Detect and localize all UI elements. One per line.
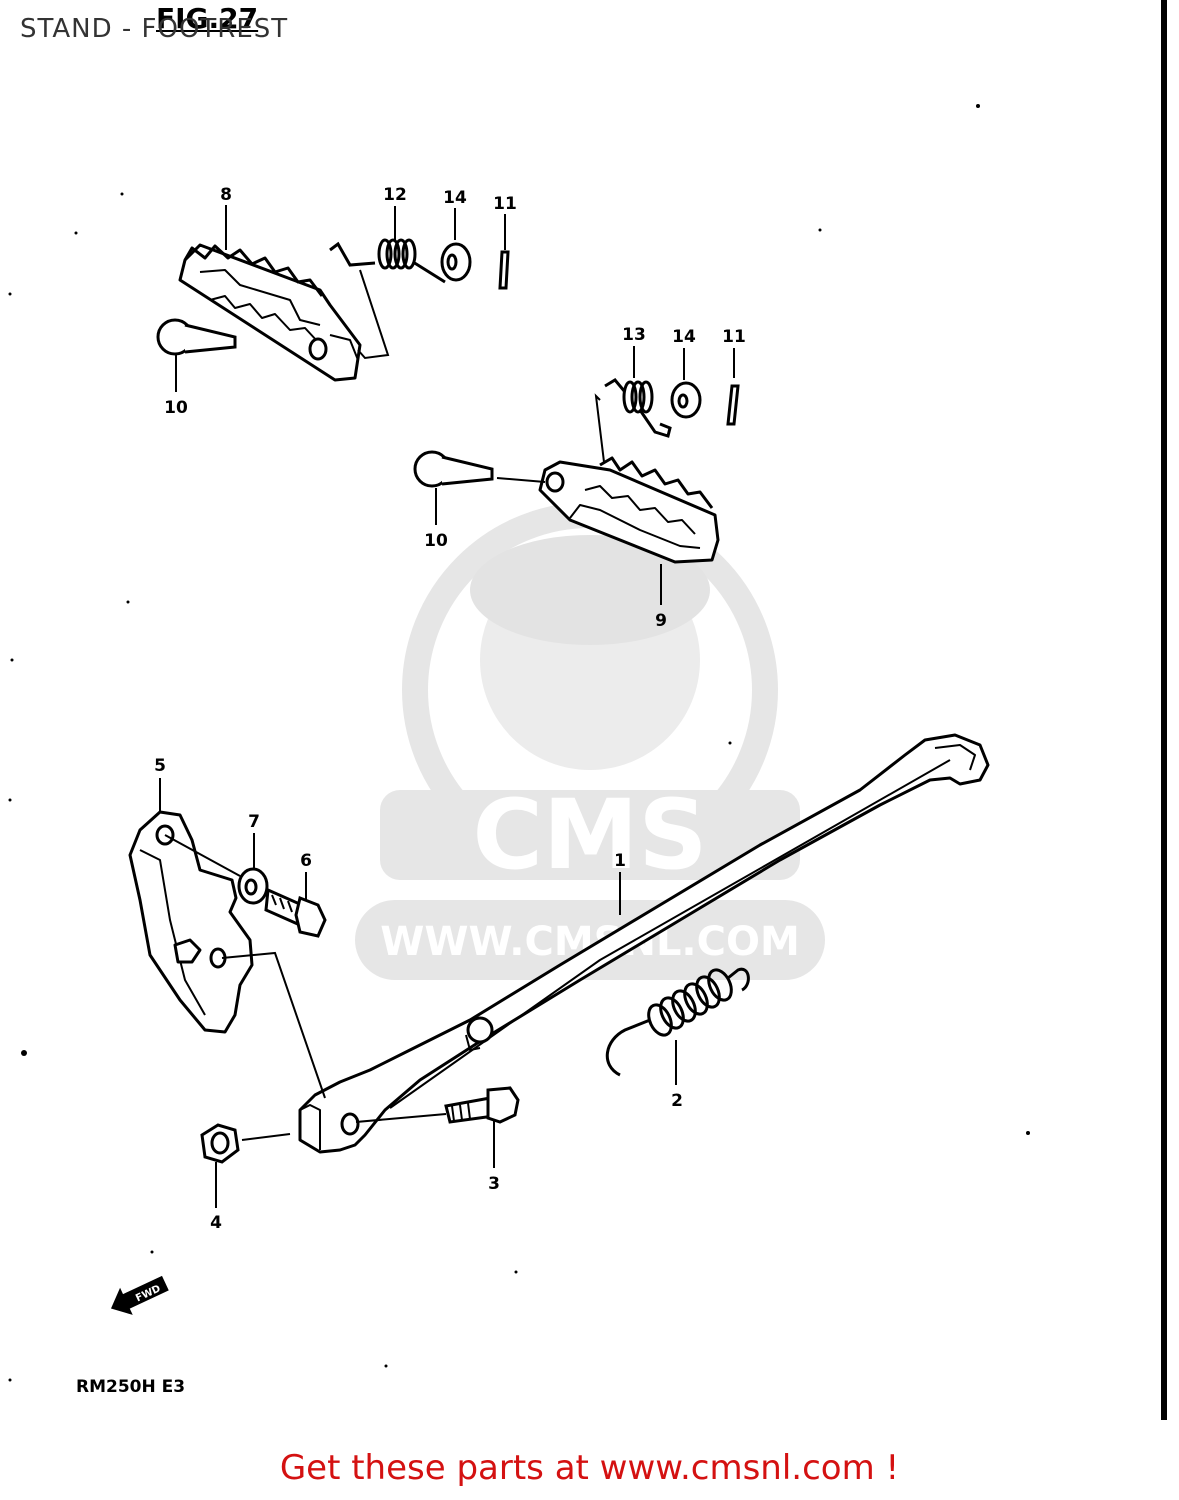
- footrest-right: [538, 456, 720, 564]
- callout-labels: 8 12 14 11 10 13 14 11 10 9 5 7 6 1 2 3 …: [154, 185, 746, 1233]
- callout-8: 8: [220, 185, 232, 205]
- leader-lines-middle: [435, 346, 735, 605]
- callout-3: 3: [488, 1174, 500, 1194]
- callout-11: 11: [493, 194, 517, 214]
- stand-bracket: [128, 810, 254, 1034]
- callout-1: 1: [614, 851, 626, 871]
- callout-11: 11: [722, 327, 746, 347]
- callout-14: 14: [672, 327, 696, 347]
- callout-4: 4: [210, 1213, 222, 1233]
- page-border: [1161, 0, 1167, 1420]
- callout-9: 9: [655, 611, 667, 631]
- side-stand: [298, 733, 990, 1154]
- washer-left: [440, 242, 472, 282]
- spring-right: [604, 378, 672, 438]
- callout-10: 10: [164, 398, 188, 418]
- watermark-brand: CMS: [472, 779, 707, 891]
- pin-right: [413, 450, 494, 488]
- leader-lines-lower: [159, 778, 677, 1208]
- nut-4: [200, 1123, 240, 1164]
- get-parts-link[interactable]: Get these parts at www.cmsnl.com !: [279, 1448, 900, 1488]
- callout-5: 5: [154, 756, 166, 776]
- scan-specks: [8, 104, 1030, 1382]
- figure-label: FIG.27: [156, 2, 259, 35]
- watermark: CMS WWW.CMSNL.COM: [355, 502, 825, 980]
- callout-13: 13: [622, 325, 646, 345]
- model-code: RM250H E3: [76, 1377, 185, 1397]
- spring-left: [329, 238, 446, 284]
- bolt-3: [444, 1086, 520, 1124]
- pin-left: [156, 318, 237, 356]
- callout-2: 2: [671, 1091, 683, 1111]
- washer-right: [670, 381, 702, 419]
- callout-10: 10: [424, 531, 448, 551]
- callout-12: 12: [383, 185, 407, 205]
- bolt-6: [264, 887, 327, 938]
- callout-14: 14: [443, 188, 467, 208]
- stand-spring: [605, 967, 750, 1077]
- cotter-pin-left: [498, 250, 510, 290]
- cotter-pin-right: [726, 384, 740, 426]
- leader-lines-top: [175, 205, 506, 392]
- callout-7: 7: [248, 812, 260, 832]
- callout-6: 6: [300, 851, 312, 871]
- fwd-arrow: FWD: [110, 1275, 169, 1315]
- section-title: STAND - FOOTREST: [20, 14, 289, 44]
- washer-7: [237, 867, 269, 905]
- footrest-left: [178, 243, 362, 382]
